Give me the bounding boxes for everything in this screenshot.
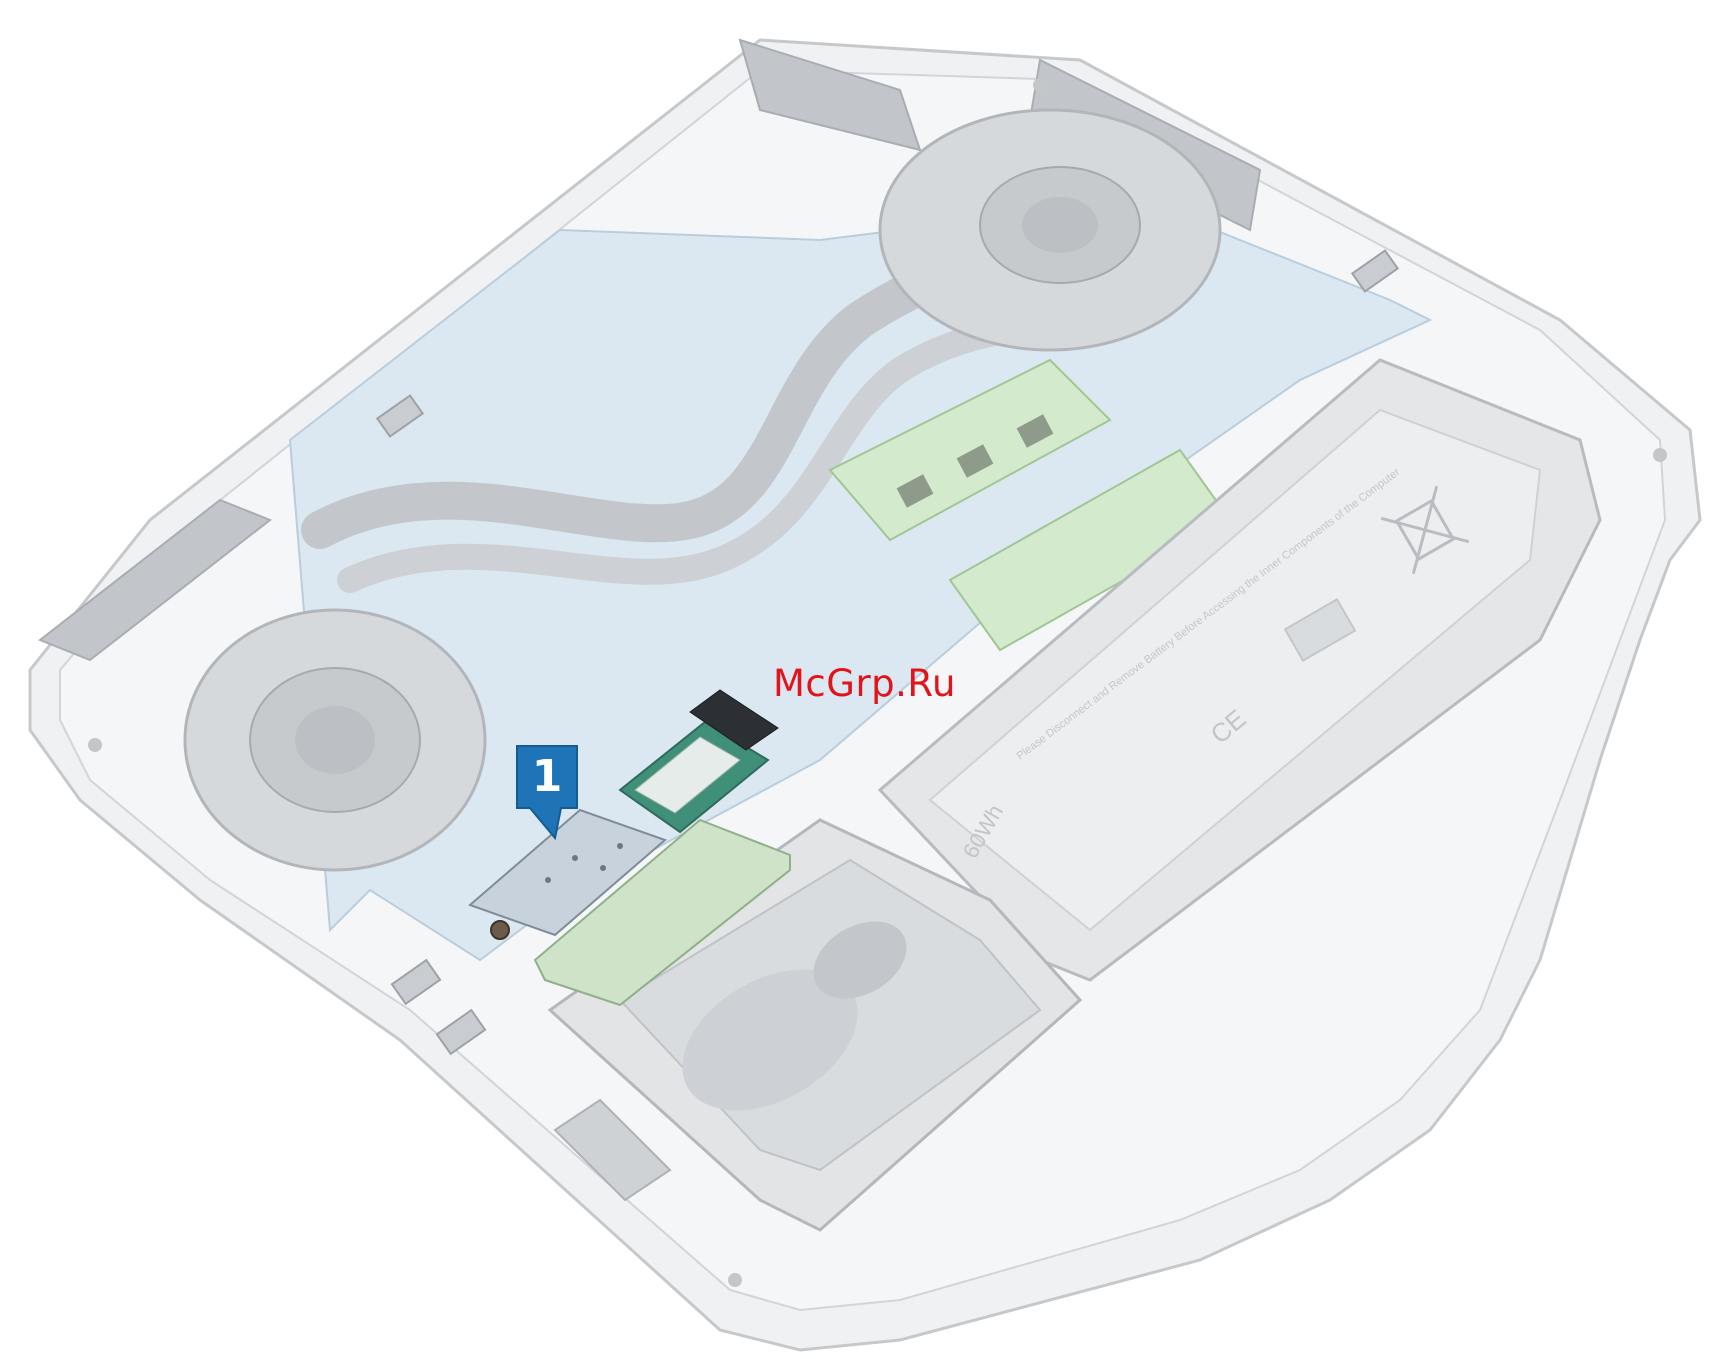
shield-hole <box>617 843 623 849</box>
screw-icon <box>1033 78 1047 92</box>
screw-icon <box>728 1273 742 1287</box>
callout-1: 1 <box>517 746 577 836</box>
callout-number: 1 <box>517 746 577 808</box>
screw-icon <box>1653 448 1667 462</box>
screw-icon <box>88 738 102 752</box>
fan-icon <box>880 110 1220 350</box>
shield-hole <box>545 877 551 883</box>
watermark-text: McGrp.Ru <box>773 662 956 705</box>
shield-hole <box>572 855 578 861</box>
screw-icon <box>491 921 509 939</box>
shield-hole <box>600 865 606 871</box>
fan-icon <box>185 610 485 870</box>
